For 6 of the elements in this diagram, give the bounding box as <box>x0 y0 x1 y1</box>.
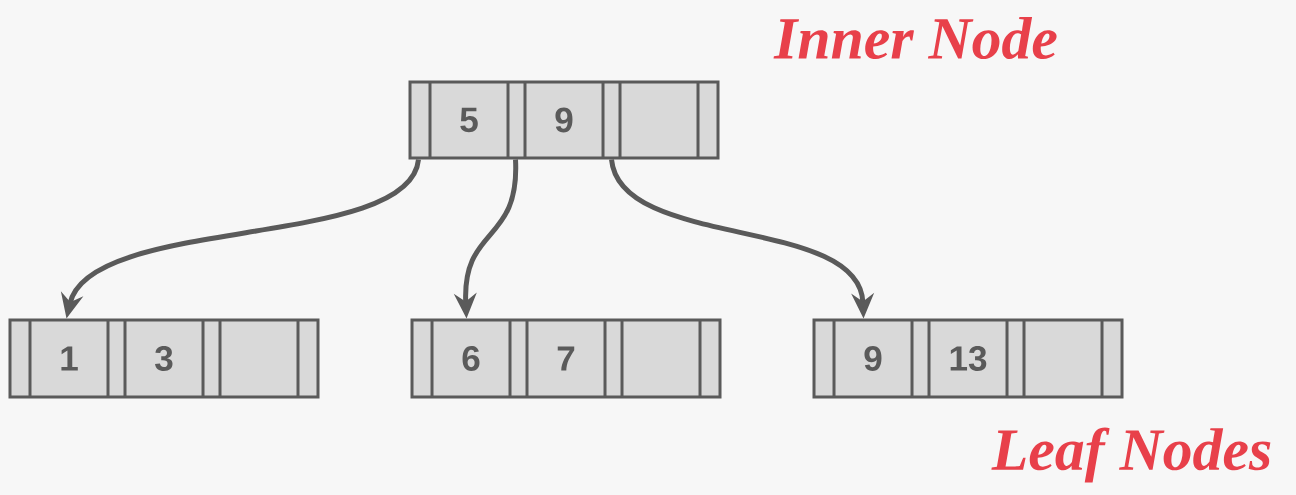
node-title: Inner Node <box>773 17 1057 59</box>
btree-node: 6 7 <box>410 318 722 399</box>
btree-node: 1 3 <box>8 318 320 399</box>
group-title: Leaf Nodes <box>991 427 1271 483</box>
btree-node: 9 13 <box>812 318 1124 399</box>
btree-node: 5 9 <box>408 80 720 160</box>
